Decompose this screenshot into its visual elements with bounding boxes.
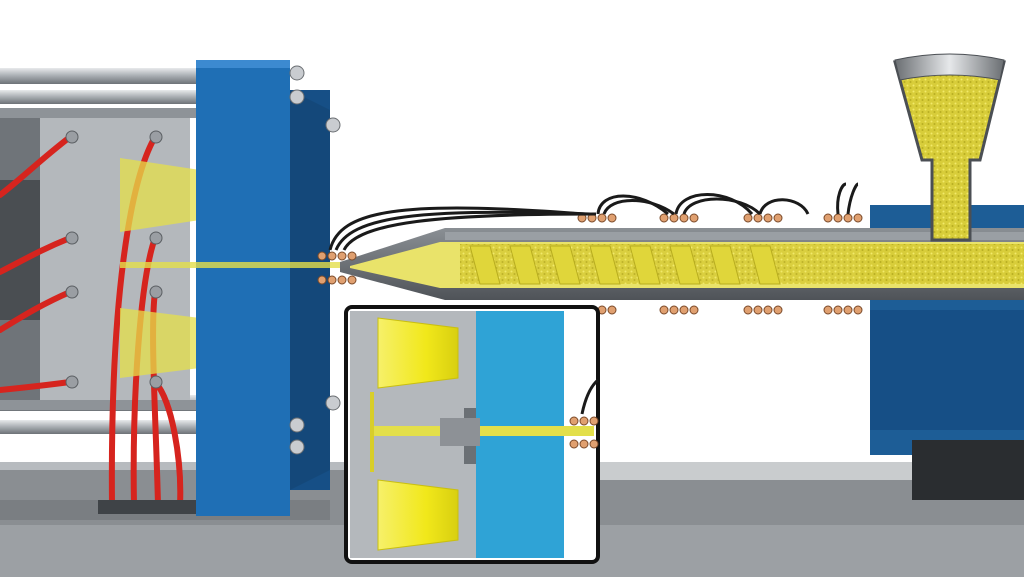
heater-bands-top (317, 213, 863, 261)
heater-band (659, 305, 699, 315)
heater-band (317, 251, 357, 261)
sprue-channel (120, 262, 350, 268)
inset-heater-band (569, 416, 599, 449)
hose-fittings (65, 130, 163, 389)
heater-band (743, 213, 783, 223)
fixed-platen (196, 60, 330, 516)
heater-band (743, 305, 783, 315)
inset-cup-top (377, 317, 459, 389)
heater-band (659, 213, 699, 223)
heater-bands-bottom (317, 275, 863, 315)
mold-cross-section-inset (344, 305, 600, 564)
hose-manifold (98, 500, 198, 514)
platen-bolts (289, 65, 341, 455)
material-hopper (893, 53, 1006, 242)
screw-and-melt (350, 242, 1024, 288)
heater-band (823, 305, 863, 315)
inset-cable (580, 378, 600, 415)
inset-cup-bottom (377, 479, 459, 551)
heater-cables (328, 182, 859, 251)
heater-band (317, 275, 357, 285)
heater-band (823, 213, 863, 223)
